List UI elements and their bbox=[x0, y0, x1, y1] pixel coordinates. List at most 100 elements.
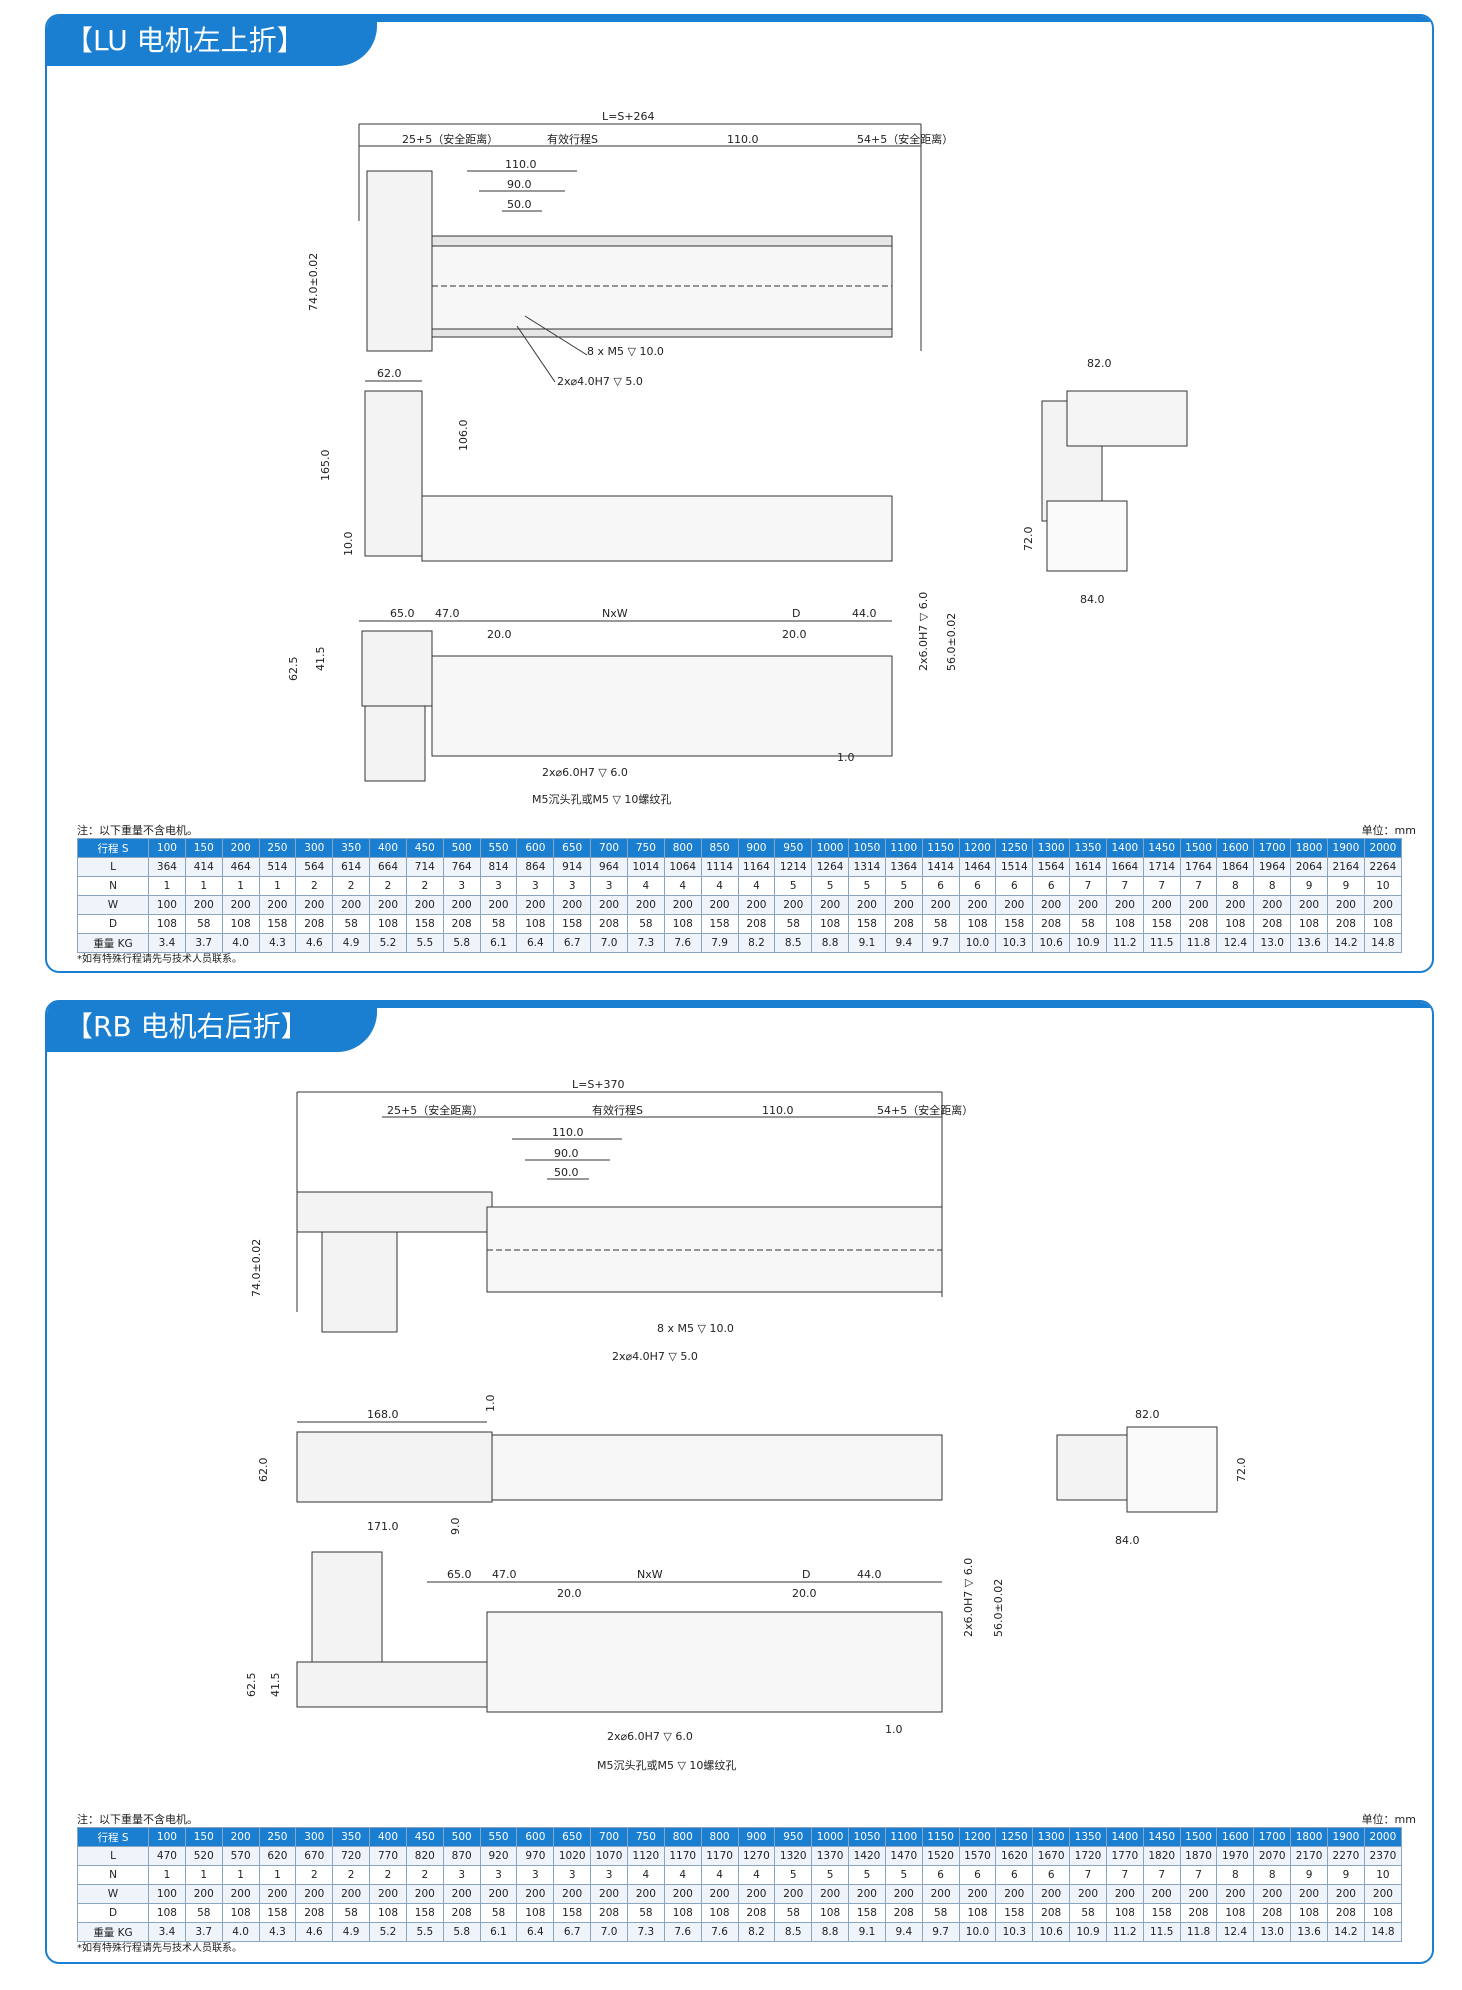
table-cell: 920 bbox=[479, 1846, 518, 1866]
dim-stroke: 有效行程S bbox=[547, 132, 598, 146]
table-cell: 2170 bbox=[1290, 1846, 1328, 1866]
table-cell: 9.1 bbox=[848, 933, 886, 953]
note-m5c: M5沉头孔或M5 ▽ 10螺纹孔 bbox=[532, 792, 671, 806]
table-cell: 250 bbox=[258, 838, 297, 858]
table-cell: 670 bbox=[295, 1846, 334, 1866]
table-cell: 108 bbox=[369, 914, 407, 934]
table-cell: 108 bbox=[663, 1903, 702, 1923]
table-cell: 964 bbox=[590, 857, 628, 877]
table-cell: 1564 bbox=[1032, 857, 1071, 877]
table-cell: 7 bbox=[1179, 1865, 1218, 1885]
table-cell: 200 bbox=[1032, 895, 1071, 915]
table-cell: 1700 bbox=[1253, 1827, 1292, 1847]
table-cell: 200 bbox=[995, 895, 1034, 915]
table-cell: 470 bbox=[148, 1846, 186, 1866]
weight-note: 注：以下重量不含电机。 bbox=[77, 1813, 198, 1826]
table-cell: 664 bbox=[369, 857, 407, 877]
table-cell: 1514 bbox=[995, 857, 1034, 877]
table-cell: 200 bbox=[553, 1884, 592, 1904]
table-cell: 500 bbox=[442, 838, 481, 858]
table-cell: 108 bbox=[1290, 1903, 1328, 1923]
note-pin: 2x⌀4.0H7 ▽ 5.0 bbox=[557, 375, 643, 388]
table-cell: 6.4 bbox=[516, 933, 555, 953]
note-pin6: 2x⌀6.0H7 ▽ 6.0 bbox=[542, 766, 628, 779]
table-cell: 13.6 bbox=[1290, 1922, 1328, 1942]
table-cell: 1 bbox=[221, 1865, 260, 1885]
table-cell: 700 bbox=[590, 838, 628, 858]
table-cell: 200 bbox=[921, 895, 960, 915]
table-cell: 950 bbox=[774, 838, 813, 858]
table-cell: 1300 bbox=[1032, 1827, 1071, 1847]
table-cell: 1014 bbox=[626, 857, 665, 877]
table-cell: 9.1 bbox=[848, 1922, 886, 1942]
table-cell: 10.6 bbox=[1032, 1922, 1071, 1942]
table-cell: 2 bbox=[369, 876, 407, 896]
table-cell: 200 bbox=[184, 895, 223, 915]
dim-62: 62.0 bbox=[377, 367, 402, 380]
table-cell: 12.4 bbox=[1216, 933, 1255, 953]
table-cell: 7 bbox=[1142, 1865, 1181, 1885]
dim-110-right: 110.0 bbox=[762, 1104, 794, 1117]
table-cell: 200 bbox=[332, 895, 371, 915]
table-cell: 970 bbox=[516, 1846, 555, 1866]
table-cell: 250 bbox=[258, 1827, 297, 1847]
table-cell: 9 bbox=[1327, 876, 1365, 896]
table-cell: 10.3 bbox=[995, 1922, 1034, 1942]
table-cell: 6 bbox=[958, 876, 997, 896]
table-cell: 4.9 bbox=[332, 933, 371, 953]
table-cell: 4 bbox=[663, 1865, 702, 1885]
table-cell: 2 bbox=[332, 1865, 371, 1885]
table-cell: 200 bbox=[1290, 1884, 1328, 1904]
row-label: 重量 KG bbox=[77, 1922, 149, 1942]
table-cell: 108 bbox=[221, 914, 260, 934]
table-cell: 11.2 bbox=[1105, 933, 1144, 953]
table-cell: 200 bbox=[295, 1884, 334, 1904]
table-cell: 2064 bbox=[1290, 857, 1328, 877]
table-cell: 158 bbox=[848, 1903, 886, 1923]
dim-1: 1.0 bbox=[885, 1723, 903, 1736]
row-label: 行程 S bbox=[77, 1827, 149, 1847]
table-cell: 200 bbox=[848, 1884, 886, 1904]
table-cell: 58 bbox=[479, 1903, 518, 1923]
table-cell: 350 bbox=[332, 1827, 371, 1847]
table-cell: 200 bbox=[1290, 895, 1328, 915]
table-cell: 4 bbox=[663, 876, 702, 896]
dim-nxw: NxW bbox=[602, 607, 628, 620]
table-cell: 2070 bbox=[1253, 1846, 1292, 1866]
table-cell: 208 bbox=[295, 914, 334, 934]
table-cell: 3 bbox=[516, 876, 555, 896]
table-cell: 58 bbox=[332, 914, 371, 934]
table-cell: 3 bbox=[553, 876, 592, 896]
table-cell: 500 bbox=[442, 1827, 481, 1847]
table-cell: 1120 bbox=[626, 1846, 665, 1866]
table-cell: 200 bbox=[516, 895, 555, 915]
table-cell: 914 bbox=[553, 857, 592, 877]
table-cell: 5 bbox=[774, 1865, 813, 1885]
dim-168: 168.0 bbox=[367, 1408, 399, 1421]
table-cell: 1870 bbox=[1179, 1846, 1218, 1866]
table-cell: 1314 bbox=[848, 857, 886, 877]
dim-62: 62.0 bbox=[257, 1458, 270, 1483]
dim-72: 72.0 bbox=[1235, 1458, 1248, 1483]
footnote: *如有特殊行程请先与技术人员联系。 bbox=[77, 1943, 242, 1954]
table-cell: 6.7 bbox=[553, 1922, 592, 1942]
table-cell: 414 bbox=[184, 857, 223, 877]
table-cell: 3 bbox=[590, 1865, 628, 1885]
row-label: D bbox=[77, 1903, 149, 1923]
table-cell: 200 bbox=[479, 1884, 518, 1904]
table-cell: 200 bbox=[369, 1884, 407, 1904]
table-cell: 950 bbox=[774, 1827, 813, 1847]
table-cell: 158 bbox=[553, 1903, 592, 1923]
table-cell: 200 bbox=[1363, 895, 1403, 915]
table-cell: 1770 bbox=[1105, 1846, 1144, 1866]
unit-label: 单位：mm bbox=[1361, 1813, 1416, 1826]
table-cell: 108 bbox=[1363, 1903, 1403, 1923]
table-cell: 200 bbox=[774, 1884, 813, 1904]
table-cell: 4.3 bbox=[258, 1922, 297, 1942]
table-cell: 1570 bbox=[958, 1846, 997, 1866]
dim-82: 82.0 bbox=[1087, 357, 1112, 370]
table-cell: 6 bbox=[921, 876, 960, 896]
table-cell: 58 bbox=[184, 1903, 223, 1923]
